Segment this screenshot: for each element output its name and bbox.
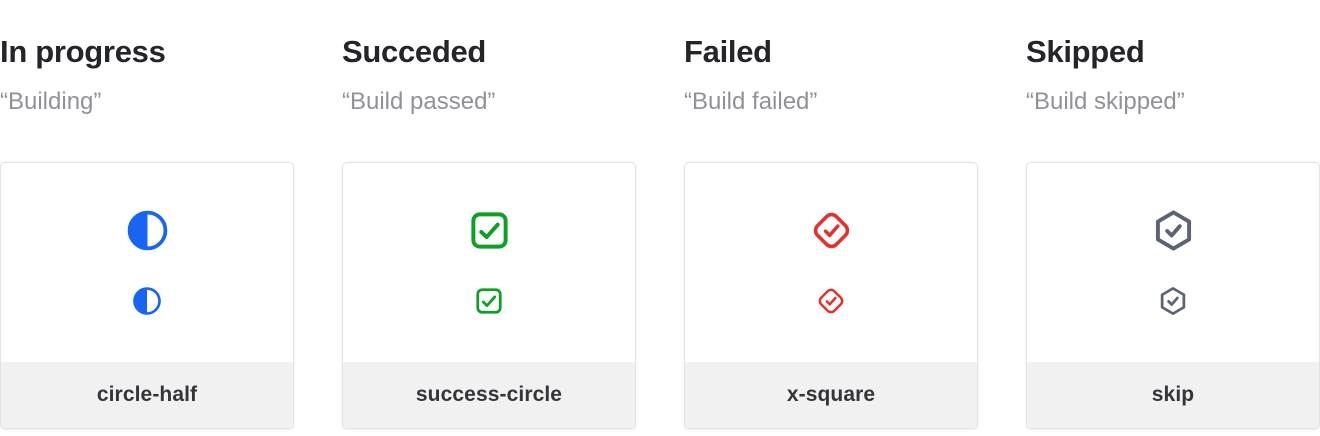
icon-name-footer: success-circle (343, 362, 635, 428)
status-column-in-progress: In progress “Building” circle-half (0, 0, 294, 436)
status-column-skipped: Skipped “Build skipped” skip (1026, 0, 1320, 436)
status-quote: “Build failed” (684, 87, 818, 115)
icon-card: skip (1026, 161, 1320, 429)
icon-card: success-circle (342, 161, 636, 429)
icon-name-footer: circle-half (1, 362, 293, 428)
circle-half-icon-large (127, 210, 167, 251)
status-quote: “Build skipped” (1026, 87, 1185, 115)
status-quote: “Build passed” (342, 87, 496, 115)
hexagon-check-icon-large (1155, 210, 1191, 251)
status-column-succeded: Succeded “Build passed” success-circle (342, 0, 636, 436)
circle-half-icon-small (133, 287, 161, 315)
icon-stack (685, 163, 977, 363)
hexagon-check-icon-small (1160, 287, 1186, 316)
status-quote: “Building” (0, 87, 102, 115)
icon-stack (343, 163, 635, 363)
status-title: In progress (0, 34, 166, 69)
icon-name-label: skip (1151, 383, 1195, 407)
icon-name-footer: skip (1027, 362, 1319, 428)
icon-stack (1027, 163, 1319, 363)
icon-stack (1, 163, 293, 363)
icon-card: circle-half (0, 161, 294, 429)
diamond-check-icon-small (818, 288, 844, 314)
icon-name-label: x-square (786, 383, 876, 407)
check-square-icon-large (470, 212, 508, 249)
status-title: Skipped (1026, 34, 1145, 69)
icon-name-label: success-circle (415, 383, 563, 407)
check-square-icon-small (476, 288, 502, 314)
diamond-check-icon-large (813, 212, 849, 249)
status-title: Failed (684, 34, 772, 69)
icon-card: x-square (684, 161, 978, 429)
status-title: Succeded (342, 34, 487, 69)
icon-name-footer: x-square (685, 362, 977, 428)
icon-name-label: circle-half (96, 383, 198, 407)
status-column-failed: Failed “Build failed” x-square (684, 0, 978, 436)
